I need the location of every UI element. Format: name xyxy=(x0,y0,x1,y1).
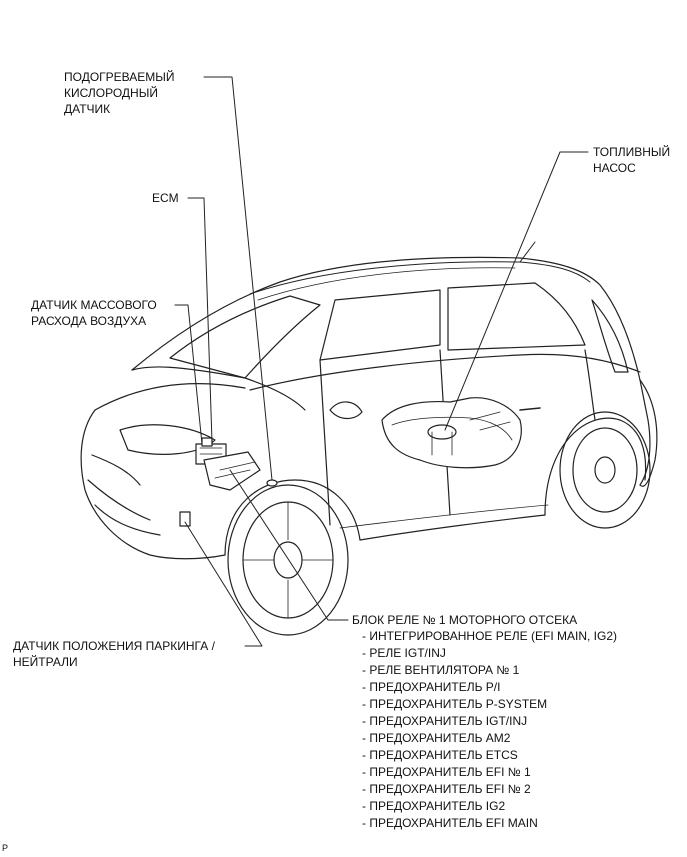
relay-block-item: - ПРЕДОХРАНИТЕЛЬ IGT/INJ xyxy=(362,714,528,728)
park-neutral-sensor-label: ДАТЧИК ПОЛОЖЕНИЯ ПАРКИНГА / НЕЙТРАЛИ xyxy=(13,638,215,670)
maf-sensor-label-line2: РАСХОДА ВОЗДУХА xyxy=(31,314,147,328)
engine-components xyxy=(179,437,278,527)
relay-block-title-text: БЛОК РЕЛЕ № 1 МОТОРНОГО ОТСЕКА xyxy=(352,613,578,627)
ecm-label-text: ECM xyxy=(152,191,179,205)
maf-sensor-label-line1: ДАТЧИК МАССОВОГО xyxy=(31,298,157,312)
ecm-label: ECM xyxy=(152,190,179,206)
rear-wheel xyxy=(559,411,651,529)
maf-sensor-label: ДАТЧИК МАССОВОГО РАСХОДА ВОЗДУХА xyxy=(31,297,157,329)
park-neutral-sensor-label-line1: ДАТЧИК ПОЛОЖЕНИЯ ПАРКИНГА / xyxy=(13,639,215,653)
oxygen-sensor-label-line1: ПОДОГРЕВАЕМЫЙ xyxy=(64,70,175,84)
relay-block-item: - ПРЕДОХРАНИТЕЛЬ EFI № 1 xyxy=(362,765,531,779)
relay-block-item: - ПРЕДОХРАНИТЕЛЬ IG2 xyxy=(362,799,506,813)
front-wheel xyxy=(227,484,349,636)
leader-lines xyxy=(174,76,589,647)
fuel-pump-label-line2: НАСОС xyxy=(593,161,636,175)
relay-block-item: - ПРЕДОХРАНИТЕЛЬ EFI MAIN xyxy=(362,816,538,830)
relay-block-item: - ПРЕДОХРАНИТЕЛЬ AM2 xyxy=(362,731,511,745)
oxygen-sensor-label-line2: КИСЛОРОДНЫЙ xyxy=(64,86,158,100)
relay-block-item: - РЕЛЕ ВЕНТИЛЯТОРА № 1 xyxy=(362,663,520,677)
car-body xyxy=(80,241,658,560)
fuel-tank xyxy=(381,397,522,469)
relay-block-item-list: - ИНТЕГРИРОВАННОЕ РЕЛЕ (EFI MAIN, IG2) -… xyxy=(362,628,617,832)
relay-block-title: БЛОК РЕЛЕ № 1 МОТОРНОГО ОТСЕКА xyxy=(352,612,577,628)
relay-block-item: - ПРЕДОХРАНИТЕЛЬ P/I xyxy=(362,680,501,694)
relay-block-item: - РЕЛЕ IGT/INJ xyxy=(362,646,446,660)
relay-block-item: - ПРЕДОХРАНИТЕЛЬ P-SYSTEM xyxy=(362,697,548,711)
park-neutral-sensor-label-line2: НЕЙТРАЛИ xyxy=(13,655,78,669)
park-neutral-sensor-shape xyxy=(179,511,191,527)
relay-block-item: - ПРЕДОХРАНИТЕЛЬ EFI № 2 xyxy=(362,782,531,796)
oxygen-sensor-label: ПОДОГРЕВАЕМЫЙ КИСЛОРОДНЫЙ ДАТЧИК xyxy=(64,69,175,117)
relay-block-item: - ИНТЕГРИРОВАННОЕ РЕЛЕ (EFI MAIN, IG2) xyxy=(362,629,617,643)
fuel-pump-label: ТОПЛИВНЫЙ НАСОС xyxy=(593,144,670,176)
relay-block-item: - ПРЕДОХРАНИТЕЛЬ ETCS xyxy=(362,748,518,762)
fuel-pump-label-line1: ТОПЛИВНЫЙ xyxy=(593,145,671,159)
footer-code: P xyxy=(2,843,9,853)
oxygen-sensor-label-line3: ДАТЧИК xyxy=(64,102,111,116)
